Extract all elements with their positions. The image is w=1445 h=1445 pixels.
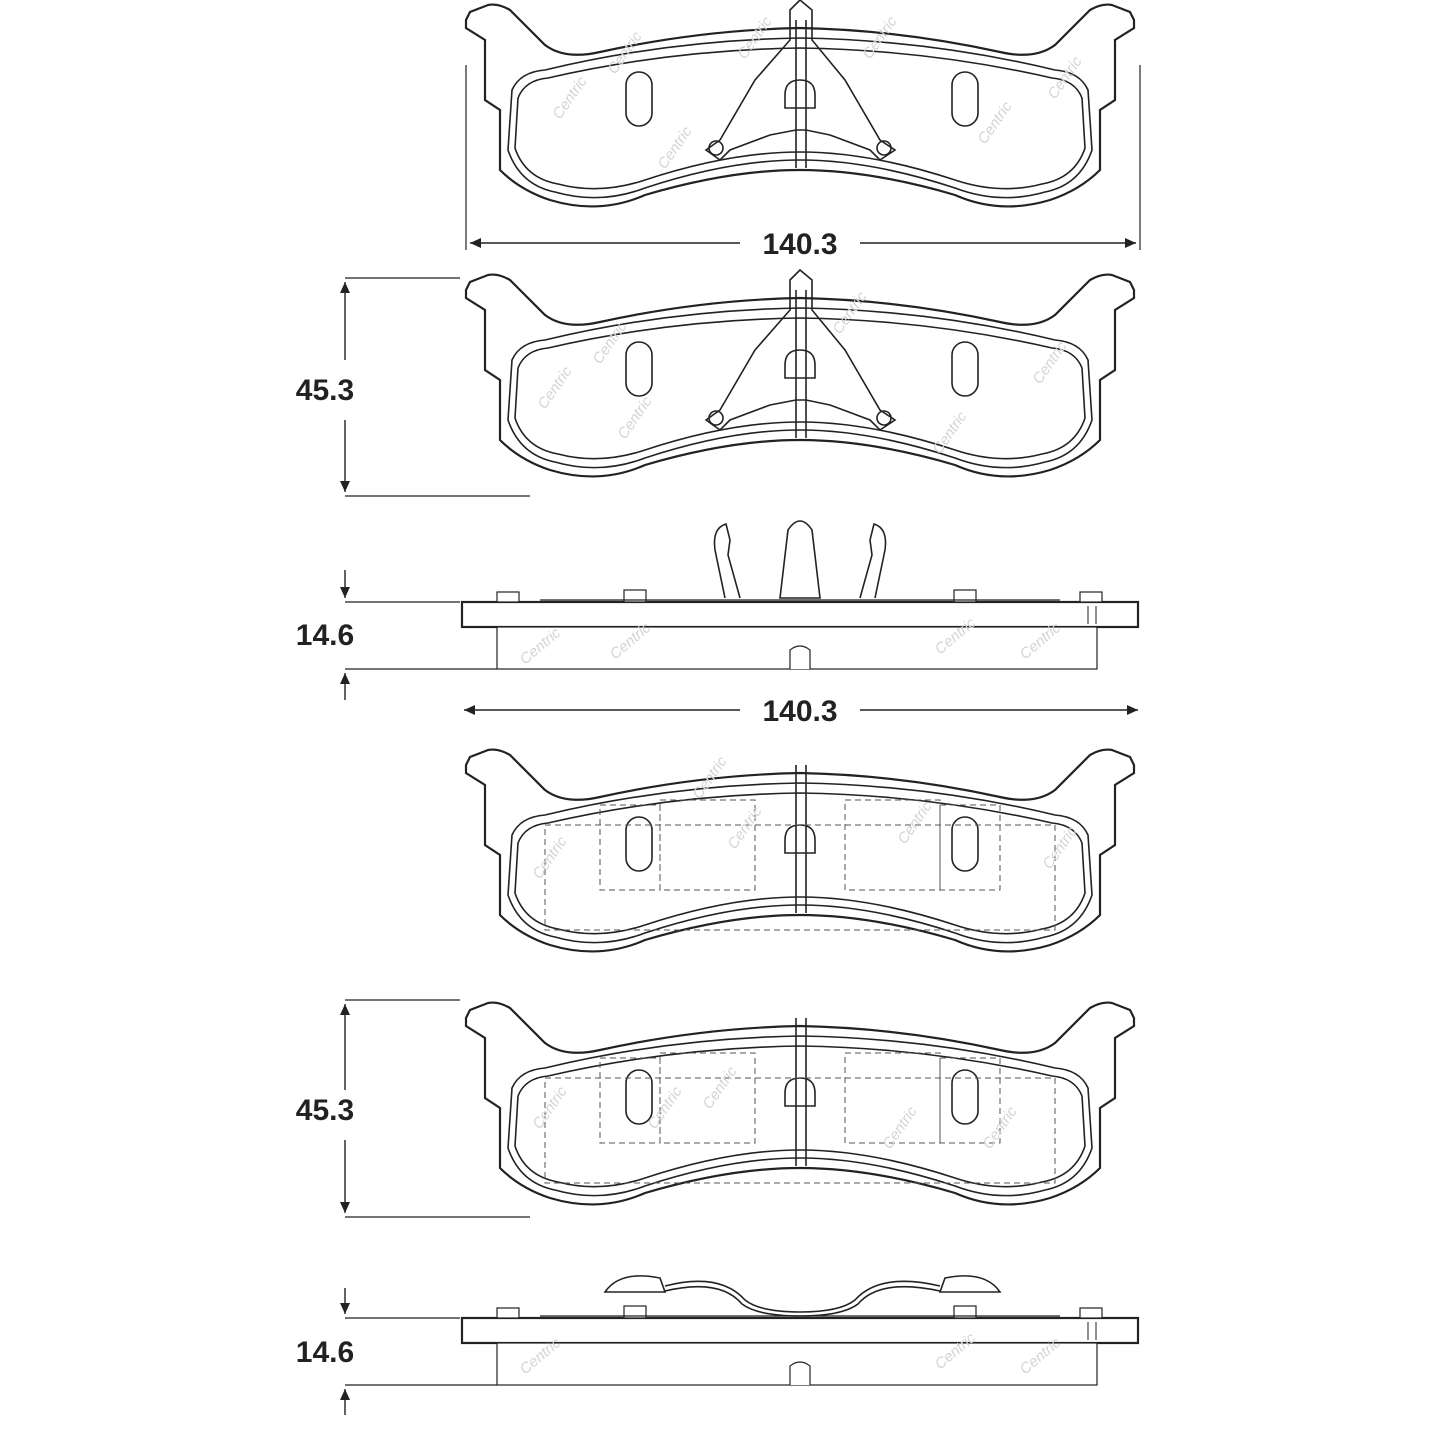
view6-side-view: Centric Centric Centric [460, 1275, 1140, 1387]
clip-center [779, 520, 821, 599]
clip-arm [859, 523, 887, 599]
dimension-label: 140.3 [762, 695, 837, 728]
view2-pad-face: Centric Centric Centric Centric Centric … [464, 269, 1136, 478]
view5-height-dimension: 45.3 [296, 999, 530, 1218]
view3-thickness-dimension: 14.6 [296, 570, 497, 700]
dimension-label: 140.3 [762, 228, 837, 261]
dimension-label: 14.6 [296, 1336, 354, 1369]
view6-thickness-dimension: 14.6 [296, 1288, 497, 1415]
dimension-label: 14.6 [296, 619, 354, 652]
view1-pad-face: Centric Centric Centric Centric Centric … [464, 0, 1136, 208]
wire-spring [664, 1280, 941, 1313]
spring-pad [938, 1275, 1002, 1293]
view3-side-view: Centric Centric Centric Centric [460, 520, 1140, 671]
view2-height-dimension: 45.3 [296, 277, 530, 497]
view5-pad-face: Centric Centric Centric Centric Centric [464, 1001, 1136, 1206]
dimension-label: 45.3 [296, 374, 354, 407]
view4-pad-face: Centric Centric Centric Centric Centric [464, 748, 1136, 953]
dimension-label: 45.3 [296, 1094, 354, 1127]
view3-width-dimension: 140.3 [464, 695, 1138, 728]
wire-spring [664, 1285, 941, 1317]
view1-width-dimension: 140.3 [465, 65, 1141, 261]
spring-pad [603, 1275, 667, 1293]
clip-arm [713, 523, 741, 599]
